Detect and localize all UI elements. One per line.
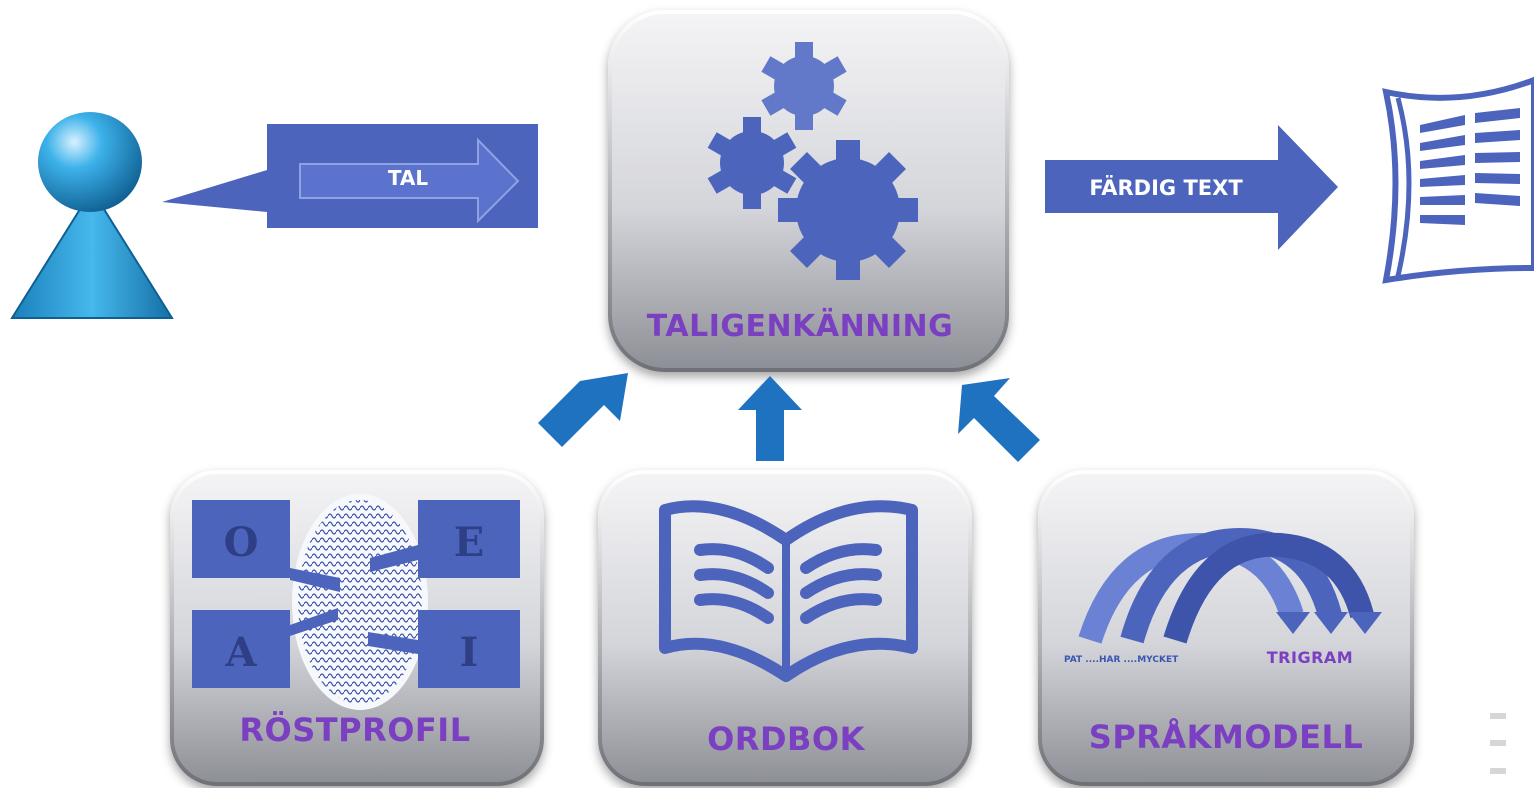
output-arrow: FÄRDIG TEXT (1045, 125, 1338, 250)
decorative-lines (1490, 713, 1506, 774)
book-icon (659, 500, 918, 682)
trigram-arcs-icon (1078, 527, 1374, 644)
letter-o: O (224, 519, 259, 566)
input-label: TAL (388, 166, 429, 190)
tile-sprakmodell: PAT ....HAR ....MYCKET TRIGRAM SPRÅKMODE… (1038, 470, 1414, 786)
arrow-up (738, 376, 802, 461)
tile-ordbok: ORDBOK (598, 470, 972, 786)
person-icon (10, 112, 174, 319)
output-label: FÄRDIG TEXT (1089, 175, 1243, 200)
letter-e: E (454, 519, 485, 566)
arrow-up-right (958, 378, 1040, 462)
trigram-words: PAT ....HAR ....MYCKET (1064, 655, 1179, 665)
speech-callout: TAL (162, 124, 538, 228)
fingerprint-icon (292, 494, 428, 710)
tile-label-ordbok: ORDBOK (707, 720, 866, 758)
document-icon (1382, 76, 1534, 284)
letter-a: A (224, 629, 257, 676)
trigram-label: TRIGRAM (1267, 648, 1353, 667)
arrow-up-left (538, 373, 628, 447)
letter-i: I (460, 629, 479, 676)
tile-label-sprakmodell: SPRÅKMODELL (1089, 718, 1363, 756)
center-label: TALIGENKÄNNING (647, 308, 953, 344)
tile-rostprofil: O E A I RÖSTPROFIL (170, 470, 544, 786)
tile-label-rostprofil: RÖSTPROFIL (239, 711, 470, 749)
gears-icon (707, 42, 918, 280)
